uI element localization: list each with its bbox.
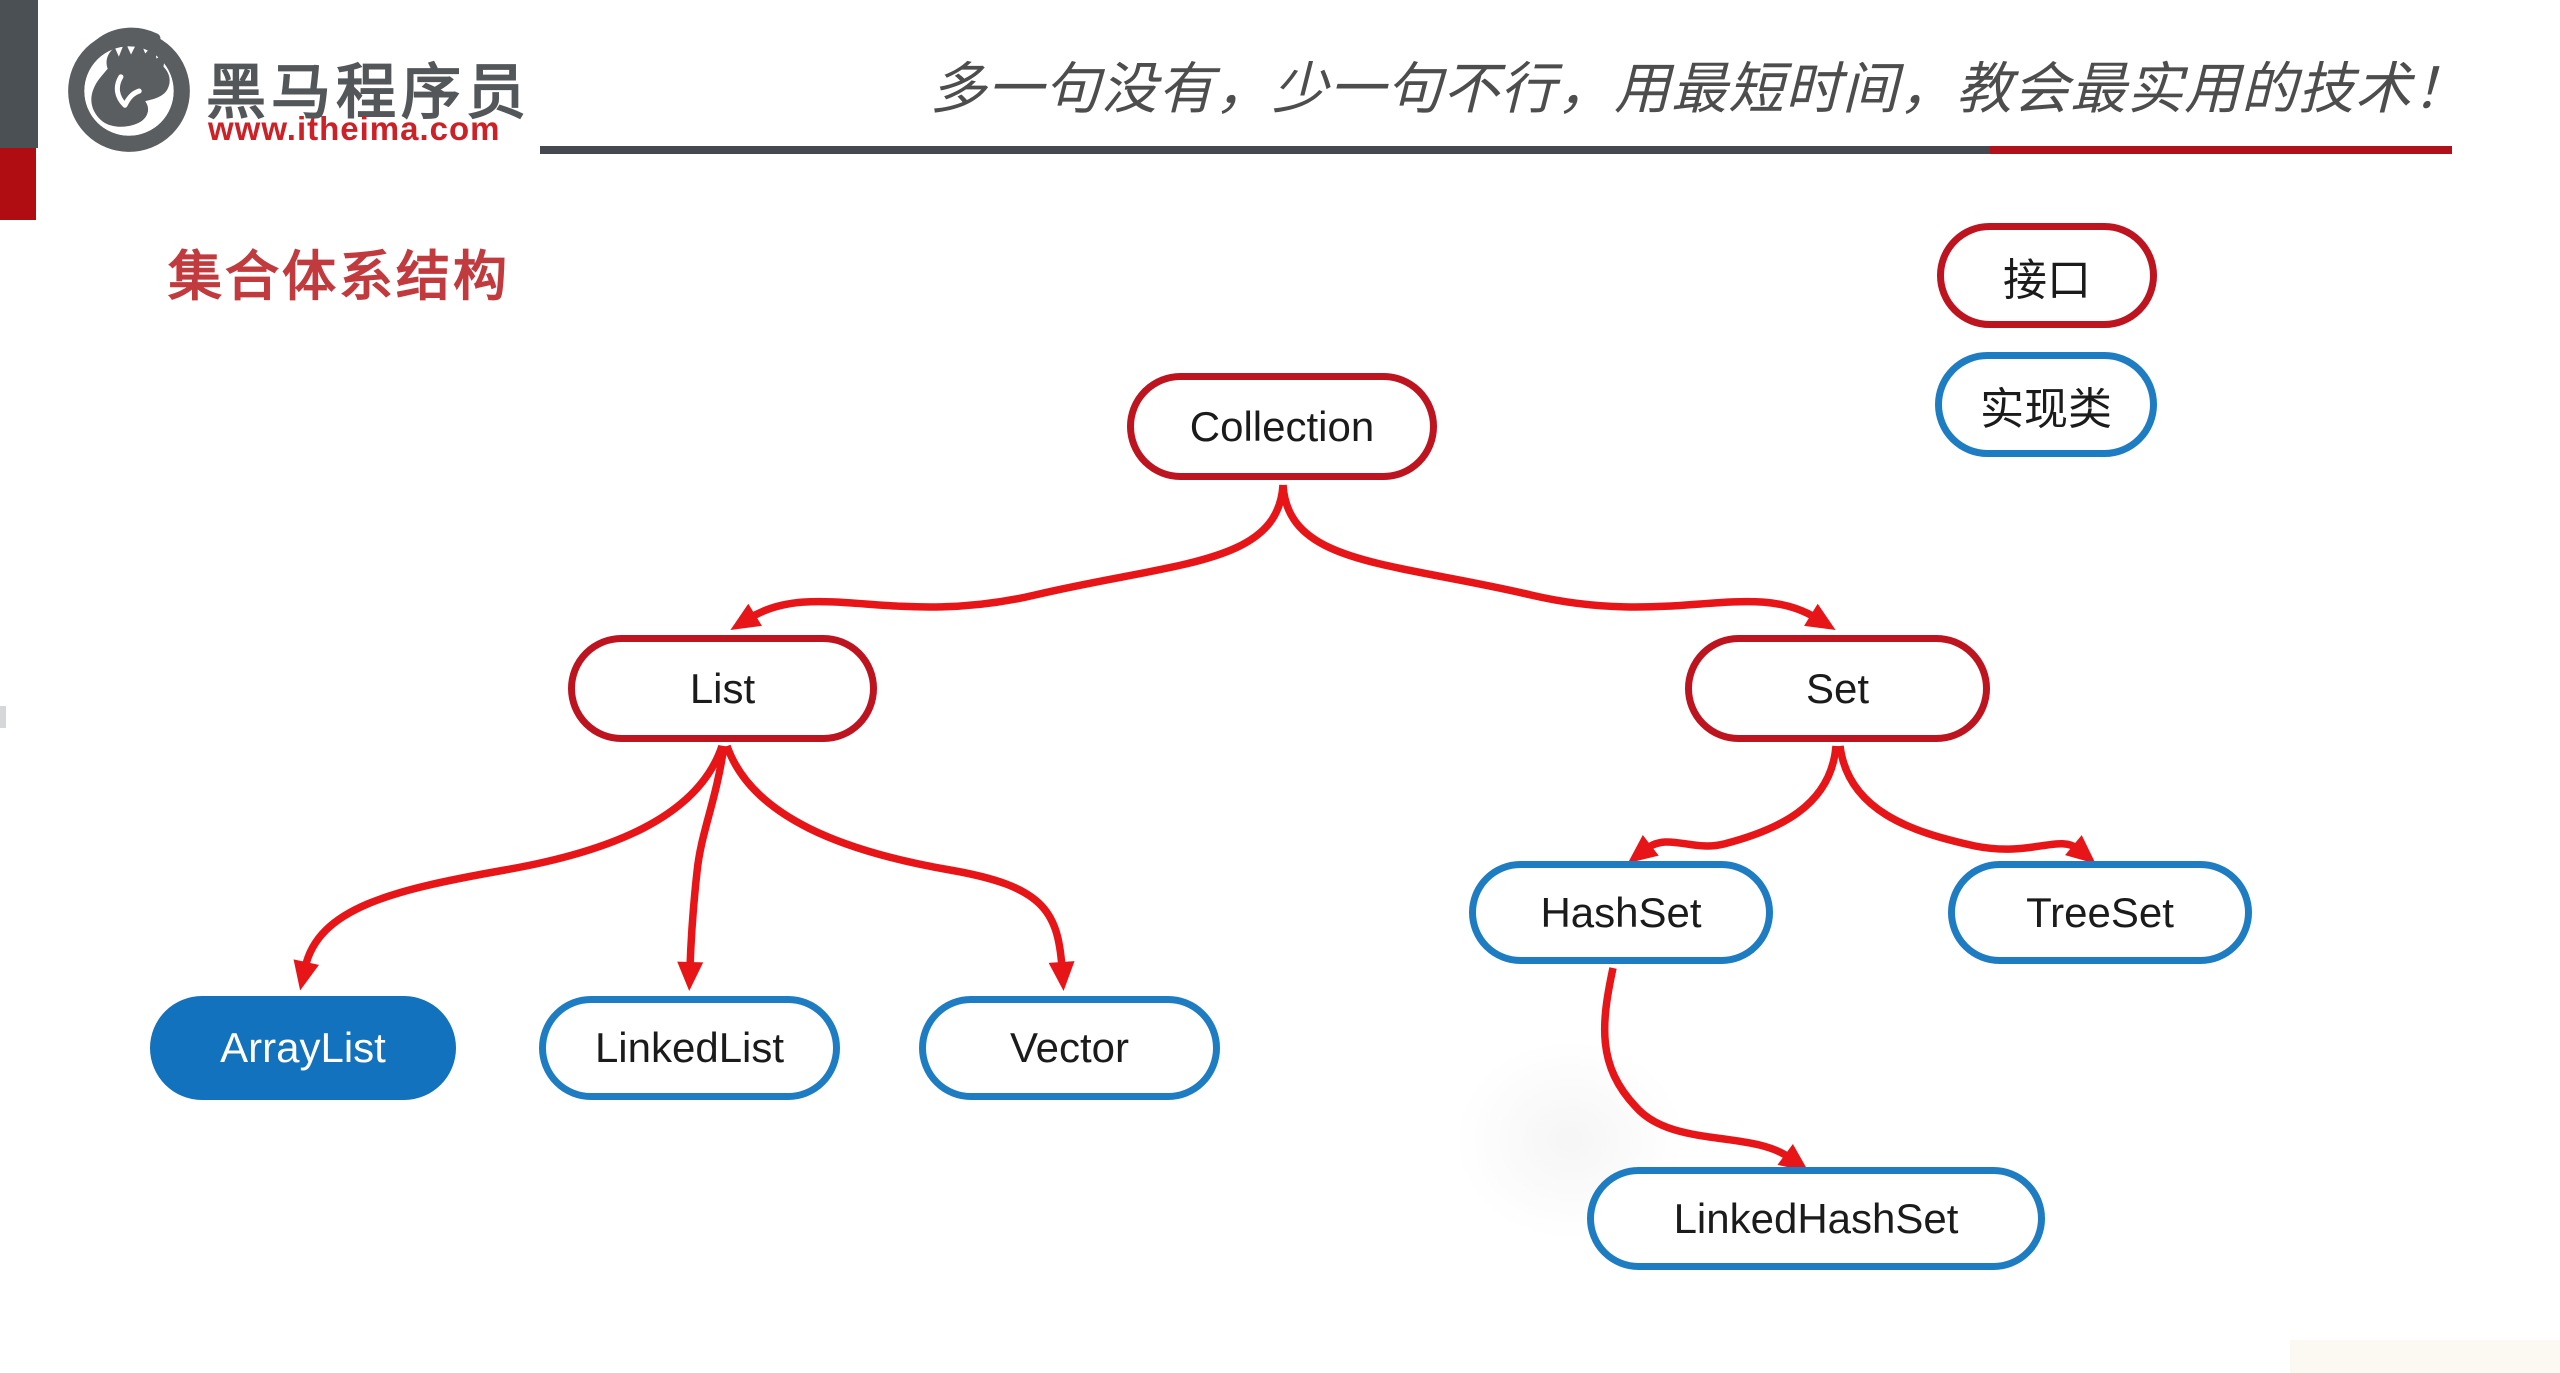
brand-website: www.itheima.com xyxy=(208,110,501,147)
legend-interface-pill: 接口 xyxy=(1937,223,2157,328)
node-hashset: HashSet xyxy=(1469,861,1773,964)
edge-set-to-hashset xyxy=(1627,745,1840,864)
node-linkedlist-label: LinkedList xyxy=(594,1024,785,1071)
node-arraylist: ArrayList xyxy=(150,996,456,1100)
left-edge-red-square xyxy=(0,148,36,220)
edge-list-to-arraylist xyxy=(293,744,726,991)
edge-list-to-linkedlist xyxy=(677,745,728,991)
node-list-label: List xyxy=(689,664,756,712)
header-rule-gray xyxy=(540,146,1990,154)
page-title: 集合体系结构 xyxy=(168,247,510,307)
left-edge-tick xyxy=(0,706,6,728)
legend-class-label: 实现类 xyxy=(1980,384,2112,434)
edge-set-to-treeset xyxy=(1836,745,2096,864)
left-edge-gray-bar xyxy=(0,0,38,148)
node-linkedhashset-label: LinkedHashSet xyxy=(1673,1194,1959,1242)
node-linkedlist: LinkedList xyxy=(539,996,840,1100)
node-vector: Vector xyxy=(919,996,1220,1100)
node-hashset-label: HashSet xyxy=(1540,888,1702,936)
bottom-right-tint xyxy=(2290,1340,2560,1373)
node-list: List xyxy=(568,635,877,742)
node-arraylist-label: ArrayList xyxy=(220,1024,386,1071)
legend-class-pill: 实现类 xyxy=(1935,352,2157,457)
node-collection: Collection xyxy=(1127,373,1437,480)
header-slogan: 多一句没有，少一句不行，用最短时间，教会最实用的技术！ xyxy=(930,57,2469,122)
itheima-horse-logo-icon xyxy=(68,27,190,152)
legend-interface-label: 接口 xyxy=(2003,255,2091,305)
brand-name: 黑马程序员 xyxy=(206,59,531,126)
node-vector-label: Vector xyxy=(1009,1024,1130,1071)
node-treeset-label: TreeSet xyxy=(2026,888,2174,936)
node-set-label: Set xyxy=(1805,664,1870,712)
node-set: Set xyxy=(1685,635,1990,742)
edge-list-to-vector xyxy=(723,744,1075,991)
node-linkedhashset: LinkedHashSet xyxy=(1587,1167,2045,1270)
edge-collection-to-set xyxy=(1279,484,1836,631)
node-treeset: TreeSet xyxy=(1948,861,2252,964)
header-rule-red xyxy=(1990,146,2452,154)
node-collection-label: Collection xyxy=(1189,402,1375,450)
edge-collection-to-list xyxy=(730,484,1287,631)
